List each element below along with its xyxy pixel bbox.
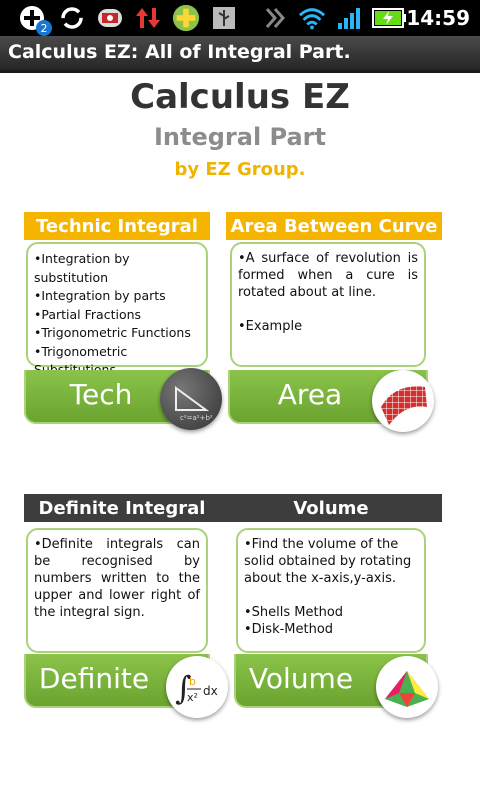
wifi-icon (298, 4, 326, 32)
card-definite-integral[interactable]: •Definite integrals can be recognised by… (24, 528, 228, 718)
camera-icon (96, 4, 124, 32)
area-button[interactable]: Area (228, 370, 434, 432)
list-item: •A surface of revolution is formed when … (238, 251, 418, 300)
signal-icon (336, 4, 364, 32)
page-title: Calculus EZ (130, 77, 350, 117)
area-button-label: Area (277, 378, 343, 411)
heading-area-between-curve: Area Between Curve (226, 212, 442, 240)
list-item: •Trigonometric Functions (34, 325, 191, 340)
list-item: •Integration by parts (34, 288, 166, 303)
svg-text:∫: ∫ (175, 669, 192, 707)
heading-volume: Volume (220, 494, 442, 522)
main-content: Calculus EZ Integral Part by EZ Group. T… (0, 73, 480, 800)
list-item: •Find the volume of the solid obtained b… (244, 537, 412, 586)
list-item (244, 587, 418, 604)
app-title-bar: Calculus EZ: All of Integral Part. (0, 36, 480, 73)
card-description-box: •Integration by substitution •Integratio… (26, 242, 208, 377)
battery-charging-icon (372, 4, 408, 32)
vibrate-icon (262, 4, 290, 32)
svg-text:c²=a²+b²: c²=a²+b² (180, 414, 213, 422)
integral-formula-icon: ∫ b x² dx (166, 656, 228, 718)
plus-circle-icon (172, 4, 200, 32)
volume-button-label: Volume (248, 662, 354, 695)
list-item: •Integration by substitution (34, 251, 130, 285)
usb-icon (210, 4, 238, 32)
surface-grid-icon (372, 370, 434, 432)
list-item: •Example (238, 319, 303, 334)
svg-text:dx: dx (203, 684, 218, 698)
page-subtitle: Integral Part (153, 123, 326, 151)
card-description-box: •Find the volume of the solid obtained b… (236, 528, 426, 653)
clock: 14:59 (406, 6, 470, 30)
list-item: •Shells Method (244, 605, 344, 620)
tech-button-label: Tech (69, 378, 133, 411)
add-notification-icon: 2 (18, 4, 52, 36)
list-item: •Disk-Method (244, 622, 334, 637)
data-transfer-icon (134, 4, 162, 32)
card-description: •Integration by substitution •Integratio… (34, 250, 200, 380)
sync-icon (58, 4, 86, 32)
definite-button[interactable]: Definite ∫ b x² dx (24, 654, 228, 718)
card-volume[interactable]: •Find the volume of the solid obtained b… (234, 528, 438, 718)
list-item (238, 301, 418, 318)
card-description: •A surface of revolution is formed when … (238, 250, 418, 335)
app-title: Calculus EZ: All of Integral Part. (8, 41, 351, 63)
list-item: •Partial Fractions (34, 306, 142, 322)
volume-button[interactable]: Volume (234, 654, 438, 718)
card-description-box: •A surface of revolution is formed when … (230, 242, 426, 367)
heading-technic-integral: Technic Integral (24, 212, 210, 240)
tech-button[interactable]: Tech c²=a²+b² (24, 368, 222, 430)
card-description-box: •Definite integrals can be recognised by… (26, 528, 208, 653)
status-bar: 2 14:59 (0, 0, 480, 36)
card-technic-integral[interactable]: •Integration by substitution •Integratio… (24, 242, 222, 430)
page-byline: by EZ Group. (174, 159, 306, 180)
list-item: •Definite integrals can be recognised by… (34, 537, 200, 620)
triangle-icon: c²=a²+b² (160, 368, 222, 430)
heading-definite-integral: Definite Integral (24, 494, 220, 522)
notification-count-badge: 2 (36, 20, 52, 36)
card-description: •Definite integrals can be recognised by… (34, 536, 200, 621)
3d-surface-icon (376, 656, 438, 718)
svg-text:b: b (189, 675, 196, 688)
svg-text:x²: x² (187, 691, 198, 704)
card-description: •Find the volume of the solid obtained b… (244, 536, 418, 638)
card-area-between-curve[interactable]: •A surface of revolution is formed when … (228, 242, 434, 432)
definite-button-label: Definite (38, 662, 150, 695)
